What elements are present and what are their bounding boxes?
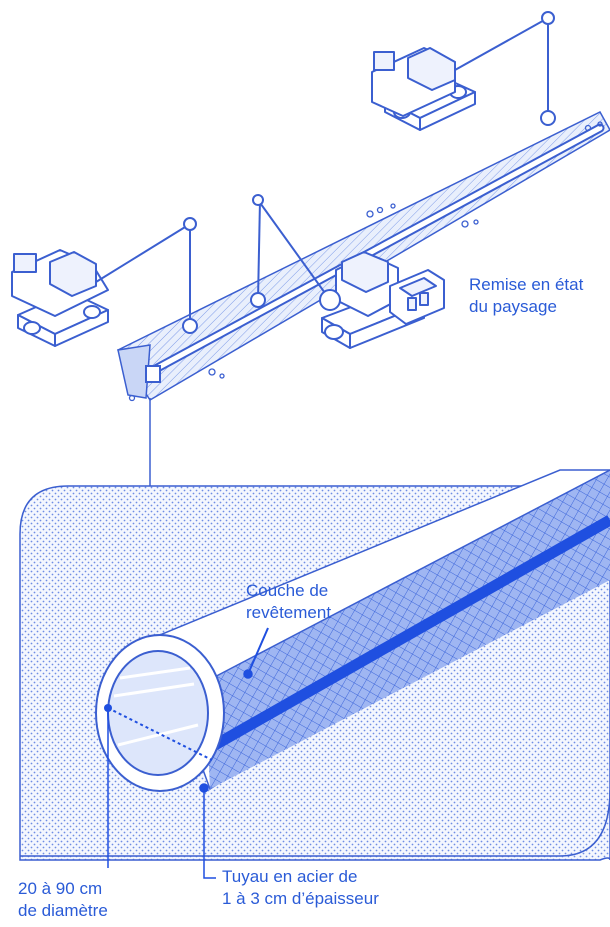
label-diameter-line1: 20 à 90 cm <box>18 879 103 898</box>
label-pipe-line2: 1 à 3 cm d’épaisseur <box>222 889 379 908</box>
callout-lines <box>107 627 269 879</box>
label-coating-line2: revêtement <box>246 603 332 622</box>
label-coating-line1: Couche de <box>246 581 329 600</box>
label-coating: Couche de revêtement <box>246 580 331 624</box>
pipe-cross-section <box>95 469 610 792</box>
label-diameter-line2: de diamètre <box>18 901 108 920</box>
label-landscape-line2: du paysage <box>469 297 557 316</box>
label-landscape: Remise en état du paysage <box>469 274 583 318</box>
label-pipe-line1: Tuyau en acier de <box>222 867 358 886</box>
excavator-icon <box>11 217 198 347</box>
pipelayer-icon <box>250 194 445 349</box>
label-pipe: Tuyau en acier de 1 à 3 cm d’épaisseur <box>222 866 379 910</box>
label-diameter: 20 à 90 cm de diamètre <box>18 878 108 922</box>
excavator-icon <box>371 11 556 131</box>
label-landscape-line1: Remise en état <box>469 275 584 294</box>
